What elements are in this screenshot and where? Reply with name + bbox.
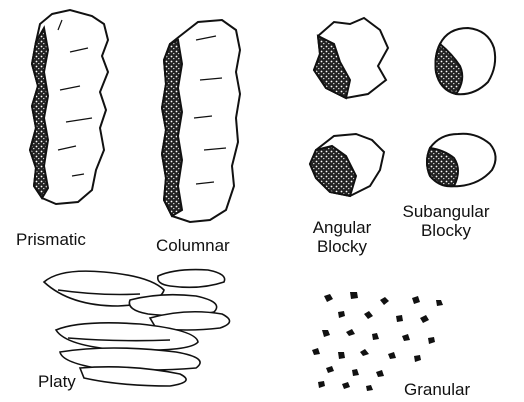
label-angular-line2: Blocky <box>300 237 384 256</box>
label-granular: Granular <box>404 380 470 399</box>
granular-peds <box>312 292 443 391</box>
label-angular-line1: Angular <box>300 218 384 237</box>
angular-blocky-peds <box>310 18 388 196</box>
subangular-blocky-peds <box>427 28 496 186</box>
label-subangular-blocky: Subangular Blocky <box>398 202 494 240</box>
label-prismatic: Prismatic <box>16 230 86 249</box>
label-platy: Platy <box>38 372 76 391</box>
columnar-ped <box>162 20 240 222</box>
label-columnar: Columnar <box>156 236 230 255</box>
label-subangular-line2: Blocky <box>398 221 494 240</box>
label-angular-blocky: Angular Blocky <box>300 218 384 256</box>
platy-peds <box>44 270 230 386</box>
prismatic-ped <box>30 10 108 204</box>
label-subangular-line1: Subangular <box>398 202 494 221</box>
